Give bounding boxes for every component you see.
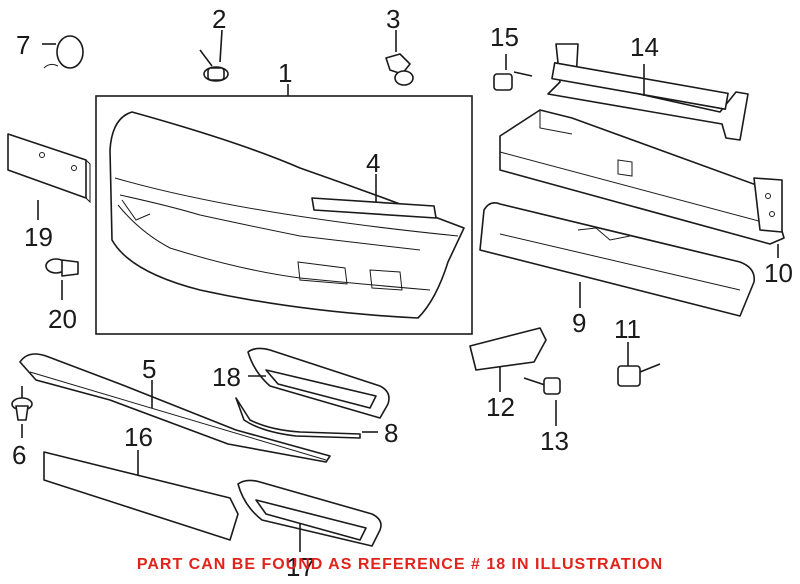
callout-6: 6 — [12, 440, 26, 470]
part-2-bolt — [199, 49, 229, 82]
callout-20: 20 — [48, 304, 77, 334]
part-9-energy-absorber — [479, 202, 756, 317]
part-1-bumper-cover — [95, 95, 473, 335]
callout-11: 11 — [614, 314, 641, 344]
callout-16: 16 — [124, 422, 153, 452]
part-7-cap — [43, 35, 84, 69]
callout-14: 14 — [630, 32, 659, 62]
part-18-side-grille — [247, 347, 390, 419]
part-12-bracket — [469, 327, 547, 371]
callout-12: 12 — [486, 392, 515, 422]
part-20-push-clip — [45, 258, 79, 277]
reference-notice: PART CAN BE FOUND AS REFERENCE # 18 IN I… — [136, 556, 664, 573]
callout-5: 5 — [142, 354, 156, 384]
callout-10: 10 — [764, 258, 793, 288]
callout-13: 13 — [540, 426, 569, 456]
callout-3: 3 — [386, 4, 400, 34]
callout-2: 2 — [212, 4, 226, 34]
callout-17: 17 — [286, 552, 315, 582]
part-11-bolt — [617, 363, 661, 387]
callout-19: 19 — [24, 222, 53, 252]
callout-1: 1 — [278, 58, 292, 88]
part-17-side-grille-lower — [237, 479, 382, 547]
part-4-grille-strip — [311, 197, 437, 219]
part-6-push-clip — [11, 386, 33, 421]
part-13-bolt — [523, 377, 561, 395]
part-14-absorber-bracket — [547, 43, 749, 141]
part-5-lower-trim — [19, 353, 331, 463]
part-19-plate-bracket — [7, 133, 91, 204]
callout-9: 9 — [572, 308, 586, 338]
callout-18: 18 — [212, 362, 241, 392]
callout-8: 8 — [384, 418, 398, 448]
leader-lines — [21, 29, 779, 552]
callout-7: 7 — [16, 30, 30, 60]
part-3-clip — [385, 53, 414, 86]
part-10-reinforcement-beam — [499, 109, 785, 245]
part-15-bolt — [493, 71, 533, 91]
callout-labels: 1 2 3 4 5 6 7 8 9 10 11 12 13 14 15 16 1… — [12, 4, 793, 582]
part-16-lower-grille — [43, 451, 239, 541]
callout-15: 15 — [490, 22, 519, 52]
callout-4: 4 — [366, 148, 380, 178]
part-8-trim-strip — [235, 397, 361, 439]
